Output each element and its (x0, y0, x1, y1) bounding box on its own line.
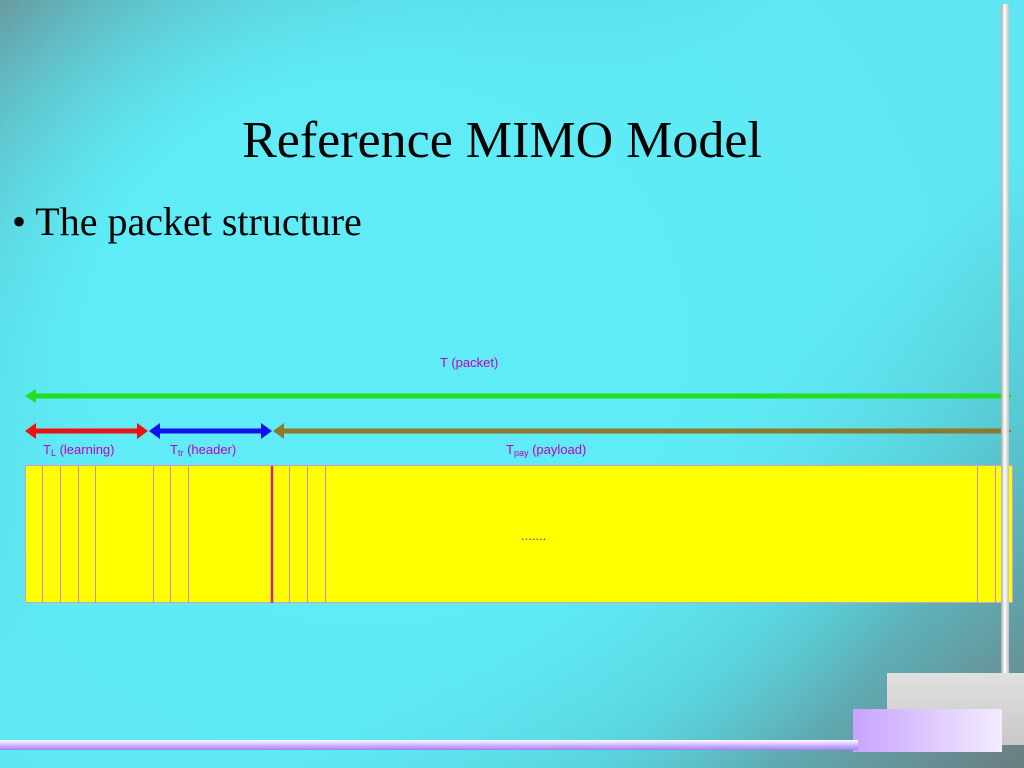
payload-text: (payload) (528, 442, 587, 457)
header-text: (header) (183, 442, 237, 457)
header-duration-label: Ttr (header) (170, 442, 236, 458)
bullet-item: • The packet structure (12, 199, 362, 244)
learning-text: (learning) (55, 442, 115, 457)
decorative-footer-line (0, 740, 858, 750)
payload-symbol: T (506, 442, 514, 457)
learning-subscript: L (50, 448, 56, 458)
header-symbol: T (170, 442, 178, 457)
payload-duration-label: Tpay (payload) (506, 442, 586, 458)
slide-frame-bar (1001, 4, 1009, 680)
learning-arrow (25, 423, 148, 439)
header-arrow (149, 423, 272, 439)
packet-duration-label: T (packet) (440, 355, 499, 370)
payload-subscript: pay (513, 448, 529, 458)
header-subscript: tr (177, 448, 184, 458)
slide-title: Reference MIMO Model (242, 112, 762, 169)
learning-symbol: T (43, 442, 51, 457)
payload-ellipsis: ....... (521, 528, 547, 543)
learning-duration-label: TL (learning) (43, 442, 115, 458)
decorative-lavender-box (853, 709, 1002, 752)
packet-box (25, 465, 1013, 603)
